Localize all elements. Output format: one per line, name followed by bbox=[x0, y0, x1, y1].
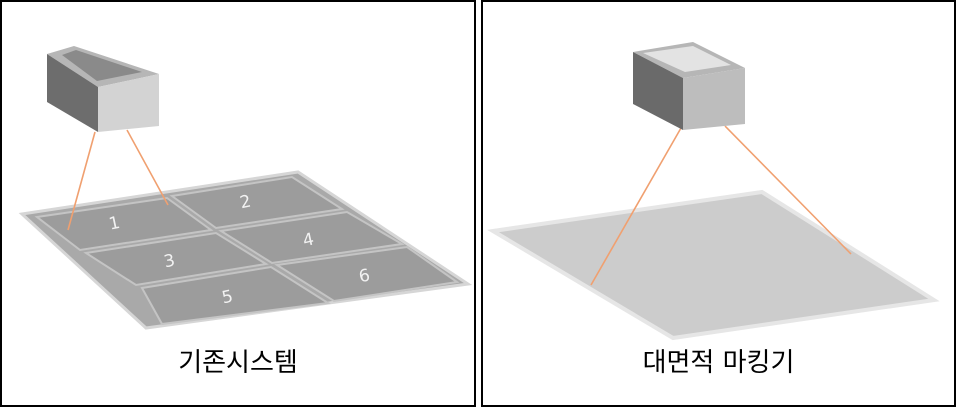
caption-existing-system: 기존시스템 bbox=[178, 348, 298, 378]
laser-beam-right-b bbox=[724, 125, 852, 255]
caption-large-area-marker: 대면적 마킹기 bbox=[642, 348, 795, 378]
laser-beam-left-b bbox=[126, 129, 169, 206]
laser-head-icon bbox=[47, 46, 159, 132]
cell-label-1: 1 bbox=[107, 213, 122, 235]
cell-label-4: 4 bbox=[301, 229, 316, 251]
large-area-marker-illustration bbox=[487, 42, 940, 341]
grid-cell-2 bbox=[169, 175, 345, 230]
grid-cells bbox=[34, 175, 460, 326]
cell-label-2: 2 bbox=[238, 191, 253, 213]
grid-cell-5 bbox=[140, 265, 331, 326]
panel-large-area-marker: 대면적 마킹기 bbox=[481, 0, 956, 407]
large-plate bbox=[487, 189, 940, 341]
grid-cell-3 bbox=[83, 231, 269, 287]
cell-label-5: 5 bbox=[220, 287, 235, 309]
cell-label-6: 6 bbox=[357, 265, 372, 287]
grid-cell-6 bbox=[274, 245, 460, 303]
existing-system-illustration: 1 2 3 4 5 6 bbox=[18, 46, 473, 330]
grid-cell-4 bbox=[218, 210, 405, 265]
laser-beam-left-a bbox=[67, 131, 96, 231]
laser-beam-right-a bbox=[590, 127, 682, 286]
grid-cell-1 bbox=[34, 196, 214, 252]
cell-label-3: 3 bbox=[162, 251, 177, 273]
panel-existing-system: 1 2 3 4 5 6 기존시스템 bbox=[0, 0, 476, 407]
laser-head-icon bbox=[633, 42, 745, 130]
